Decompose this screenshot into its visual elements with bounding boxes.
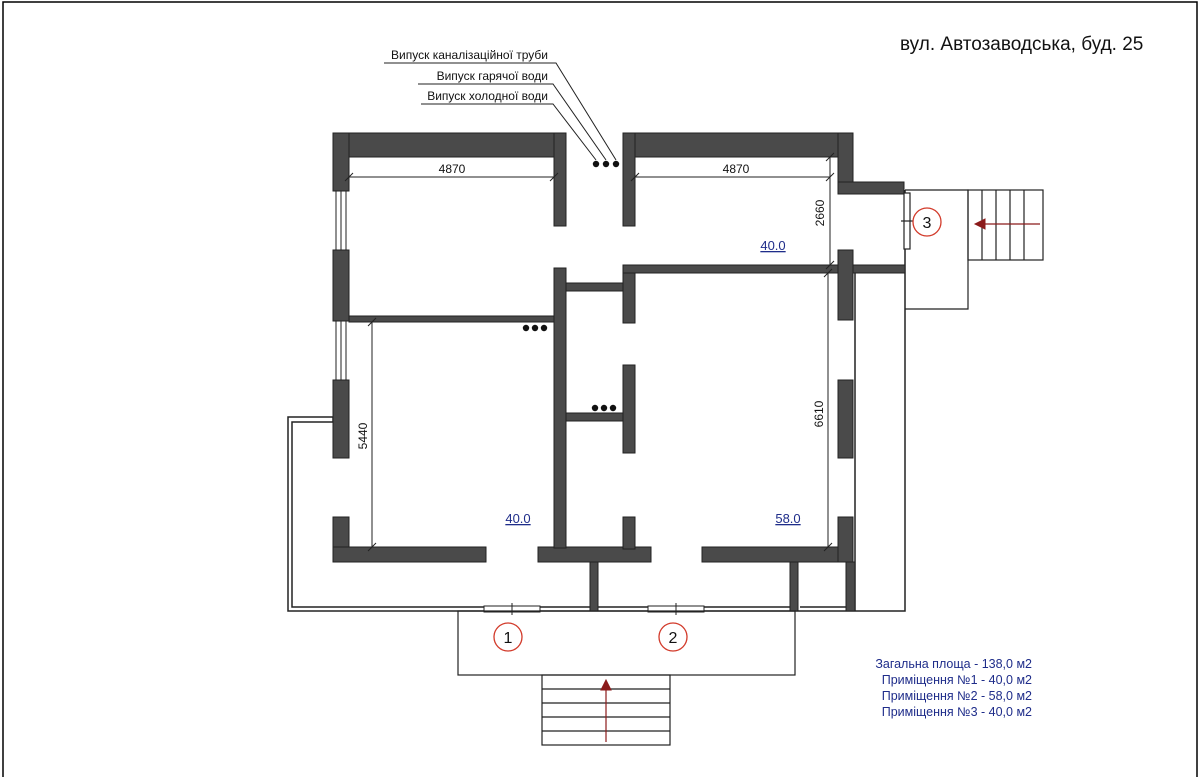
room-area-2: 58.0: [775, 511, 800, 526]
summary-value: - 138,0 м2: [974, 657, 1032, 671]
front-stair-arrow: [600, 678, 612, 742]
summary-label: Загальна площа: [875, 657, 971, 671]
utility-labels: Випуск каналізаційної труби Випуск гаряч…: [391, 48, 548, 103]
entrance-markers: 1 2 3: [493, 207, 942, 652]
summary-label: Приміщення №3: [881, 705, 978, 719]
entrance-label-3: 3: [923, 215, 932, 232]
side-porch: [901, 189, 1044, 310]
dimension-label: 4870: [723, 162, 750, 176]
windows: [335, 190, 347, 381]
room-area-3: 40.0: [760, 238, 785, 253]
area-summary: Загальна площа - 138,0 м2 Приміщення №1 …: [840, 656, 1032, 720]
summary-row: Приміщення №2 - 58,0 м2: [840, 688, 1032, 704]
dimension-label: 2660: [813, 199, 827, 226]
doors: [483, 603, 705, 615]
summary-value: - 58,0 м2: [981, 689, 1032, 703]
dimension-labels: 4870 4870 2660 5440 6610: [356, 162, 827, 449]
pipe-outlets: [522, 160, 620, 412]
summary-value: - 40,0 м2: [981, 673, 1032, 687]
dimension-label: 6610: [812, 400, 826, 427]
dimension-label: 5440: [356, 422, 370, 449]
dimension-lines: [344, 152, 835, 552]
entrance-label-1: 1: [504, 630, 513, 647]
summary-label: Приміщення №2: [881, 689, 978, 703]
address-title: вул. Автозаводська, буд. 25: [900, 34, 1144, 55]
summary-label: Приміщення №1: [881, 673, 978, 687]
side-stair-arrow: [973, 218, 1040, 230]
utility-label-sewer: Випуск каналізаційної труби: [391, 48, 548, 62]
summary-value: - 40,0 м2: [981, 705, 1032, 719]
room-area-1: 40.0: [505, 511, 530, 526]
walls: [332, 132, 906, 612]
leader-lines: [384, 62, 617, 161]
summary-row: Загальна площа - 138,0 м2: [840, 656, 1032, 672]
dimension-label: 4870: [439, 162, 466, 176]
summary-row: Приміщення №3 - 40,0 м2: [840, 704, 1032, 720]
utility-label-cold-water: Випуск холодної води: [427, 89, 548, 103]
utility-label-hot-water: Випуск гарячої води: [437, 69, 548, 83]
entrance-label-2: 2: [669, 630, 678, 647]
summary-row: Приміщення №1 - 40,0 м2: [840, 672, 1032, 688]
room-areas: 40.0 40.0 58.0: [505, 238, 800, 526]
